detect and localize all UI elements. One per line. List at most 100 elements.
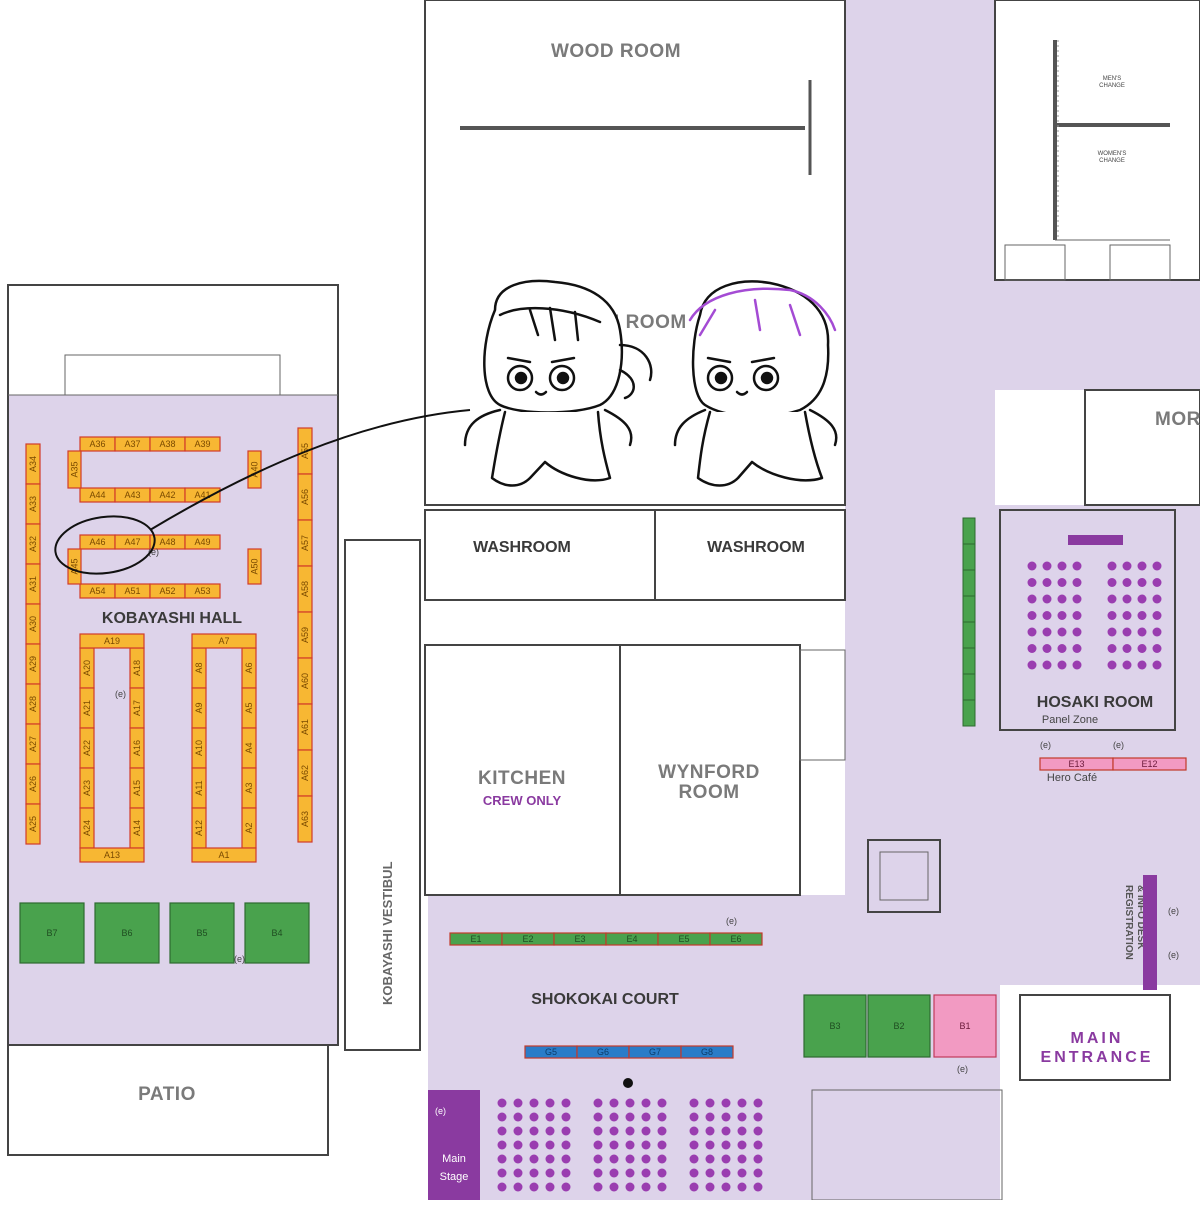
seat [545, 1098, 555, 1108]
seat [1057, 644, 1067, 653]
seat [721, 1140, 731, 1150]
booth-label: A59 [300, 627, 310, 643]
booth-label: A28 [28, 696, 38, 712]
shokokai-court-label: SHOKOKAI COURT [531, 991, 679, 1008]
booth-label: A42 [159, 490, 175, 500]
booth: A52 [149, 583, 186, 599]
seating-group [497, 561, 1162, 1192]
booth: A29 [25, 643, 41, 685]
booth-label: A37 [124, 439, 140, 449]
booth-label: A1 [218, 850, 229, 860]
booth-label: A44 [89, 490, 105, 500]
booth: A25 [25, 803, 41, 845]
elevator-marker: (e) [1113, 740, 1124, 750]
seat [561, 1126, 571, 1136]
seat [689, 1126, 699, 1136]
seat [753, 1112, 763, 1122]
booth-label: A35 [70, 461, 80, 477]
booth-label: A48 [159, 537, 175, 547]
booth-shape [79, 633, 145, 649]
seat [1042, 578, 1052, 587]
womens-change-label-1: WOMEN'S [1098, 151, 1127, 157]
booth: A24 [79, 807, 95, 849]
elevator-marker: (e) [1040, 740, 1051, 750]
booth-label: A40 [250, 461, 260, 477]
booth-shape [247, 450, 262, 489]
booth: A60 [297, 657, 313, 705]
booth: A20 [79, 647, 95, 689]
seat [593, 1112, 603, 1122]
seat [625, 1126, 635, 1136]
wood-tatami-block [424, 0, 846, 506]
booth-label: A38 [159, 439, 175, 449]
booth: A61 [297, 703, 313, 751]
seat [1152, 644, 1162, 653]
washroom-right-room [654, 509, 846, 601]
booth-label: E12 [1141, 759, 1157, 769]
booth: A49 [184, 534, 221, 550]
booth: E4 [605, 932, 659, 946]
booth-label: A5 [244, 702, 254, 713]
booth-shape [244, 902, 310, 964]
elevator-marker: (e) [148, 547, 159, 557]
seat [721, 1154, 731, 1164]
booth-label: A61 [300, 719, 310, 735]
registration-label-2: & INFO DESK [1135, 885, 1146, 950]
seat [497, 1098, 507, 1108]
booth-label: A46 [89, 537, 105, 547]
main-stage-label-1: Main [442, 1153, 466, 1165]
seat [1057, 660, 1067, 670]
booth-label: A30 [28, 616, 38, 632]
booth-label: E2 [522, 934, 533, 944]
booth-label: A54 [89, 586, 105, 596]
seat [593, 1098, 603, 1108]
seat [1122, 627, 1132, 637]
seat [1027, 611, 1037, 620]
booth: A1 [191, 847, 257, 863]
booth: A39 [184, 436, 221, 452]
booth-label: A21 [82, 700, 92, 716]
east-lobby [995, 280, 1200, 390]
seat [1152, 594, 1162, 604]
registration-desk [1143, 875, 1157, 990]
seat [1072, 611, 1082, 620]
booth-label: A53 [194, 586, 210, 596]
booth-label: A47 [124, 537, 140, 547]
seat [513, 1182, 523, 1192]
mens-change-label-1: MEN'S [1103, 76, 1121, 82]
womens-change-label-2: CHANGE [1099, 158, 1125, 164]
booth: A58 [297, 565, 313, 613]
main-entrance-label-1: MAIN [1071, 1030, 1124, 1047]
booth-label: G8 [701, 1047, 713, 1057]
corridor-table [962, 647, 976, 675]
booth-label: E4 [626, 934, 637, 944]
booth-label: A19 [104, 636, 120, 646]
booth: A14 [129, 807, 145, 849]
booth-label: G7 [649, 1047, 661, 1057]
booth: A35 [67, 450, 82, 489]
seat [1137, 594, 1147, 604]
booth: A47 [114, 534, 151, 550]
booth-label: B4 [271, 928, 282, 938]
seat [1027, 578, 1037, 587]
seat [529, 1098, 539, 1108]
court-marker-dot [623, 1078, 633, 1088]
seat [1152, 578, 1162, 587]
highlight-circle [54, 515, 156, 575]
booth: B4 [244, 902, 310, 964]
seat [1072, 660, 1082, 670]
booth: A31 [25, 563, 41, 605]
crew-only-label: CREW ONLY [483, 793, 562, 808]
booth-label: A13 [104, 850, 120, 860]
seat [1072, 627, 1082, 637]
seat [1042, 594, 1052, 604]
booth-label: A6 [244, 662, 254, 673]
booth: B6 [94, 902, 160, 964]
seat [1042, 627, 1052, 637]
seat [1072, 594, 1082, 604]
seat [625, 1168, 635, 1178]
booth: B3 [803, 994, 867, 1058]
booth: A53 [184, 583, 221, 599]
booth-label: A57 [300, 535, 310, 551]
main-stage-label-2: Stage [440, 1171, 469, 1183]
